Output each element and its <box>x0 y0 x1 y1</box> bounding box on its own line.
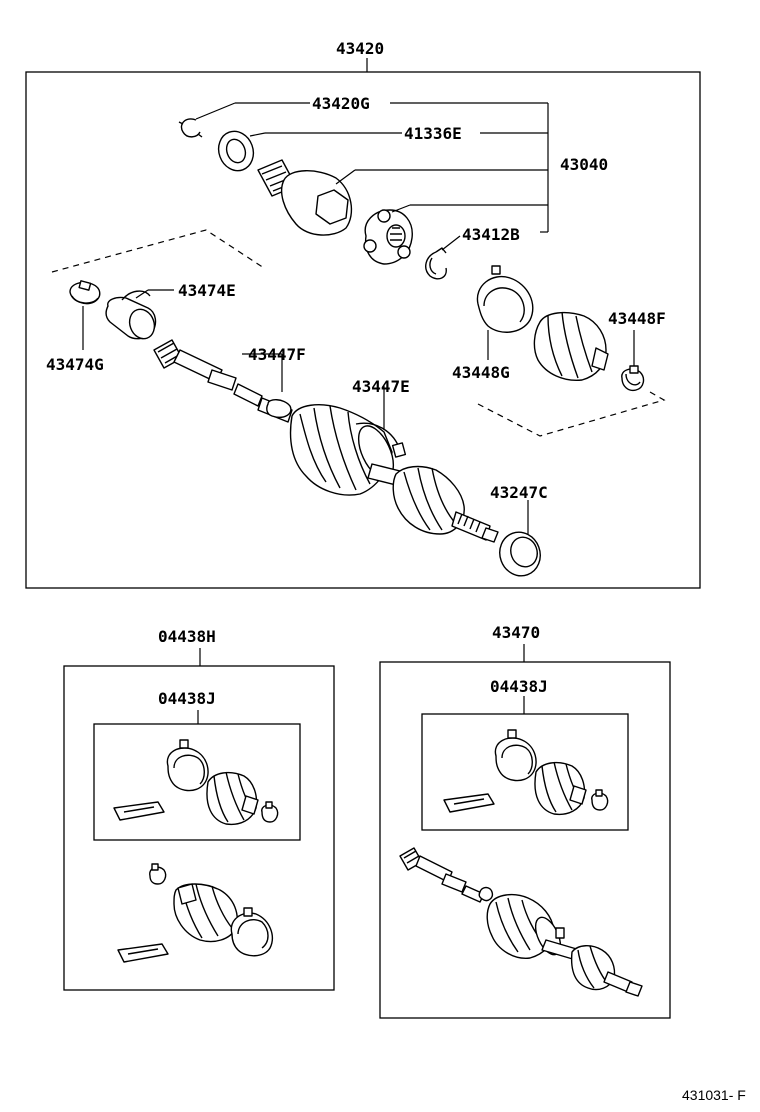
label-kit-left-inner: 04438J <box>158 689 216 708</box>
kit-left-outer-parts <box>117 863 274 963</box>
label-43040: 43040 <box>560 155 608 174</box>
bracket-43040 <box>355 102 549 233</box>
label-43474G: 43474G <box>46 355 104 374</box>
kit-right-inner-parts <box>443 729 609 816</box>
label-kit-right-outer: 43470 <box>492 623 540 642</box>
ring-43247C-part <box>499 500 541 577</box>
label-43420G: 43420G <box>312 94 370 113</box>
band-43448G-part <box>476 265 534 360</box>
inner-joint-part <box>257 159 356 236</box>
kit-right-outer-frame <box>379 661 671 1019</box>
tripod-part <box>363 204 413 265</box>
label-43420: 43420 <box>336 39 384 58</box>
main-assembly-frame <box>25 71 701 589</box>
ring-41336E-part <box>217 130 402 172</box>
kit-right-shaft-parts <box>399 847 643 997</box>
label-41336E: 41336E <box>404 124 462 143</box>
label-43447E: 43447E <box>352 377 410 396</box>
kit-right-inner-frame <box>421 713 629 831</box>
label-kit-right-inner: 04438J <box>490 677 548 696</box>
drive-shaft-part <box>153 339 499 543</box>
clamp-43474G-part <box>69 280 101 350</box>
kit-left-inner-frame <box>93 723 301 841</box>
boot-43448F-part <box>533 311 609 381</box>
kit-left-inner-parts <box>113 739 279 826</box>
label-43247C: 43247C <box>490 483 548 502</box>
label-43412B: 43412B <box>462 225 520 244</box>
snap-ring-part <box>178 102 310 138</box>
label-43474E: 43474E <box>178 281 236 300</box>
label-kit-left-outer: 04438H <box>158 627 216 646</box>
kit-left-outer-frame <box>63 665 335 991</box>
label-43448F: 43448F <box>608 309 666 328</box>
damper-43474E-part <box>105 289 174 340</box>
label-43447F: 43447F <box>248 345 306 364</box>
document-number: 431031- F <box>682 1087 746 1103</box>
dashed-guide-left <box>51 229 265 273</box>
clamp-43448F-part <box>621 330 645 392</box>
label-43448G: 43448G <box>452 363 510 382</box>
clip-43412B-part <box>425 235 461 280</box>
dashed-guide-right <box>477 391 666 437</box>
